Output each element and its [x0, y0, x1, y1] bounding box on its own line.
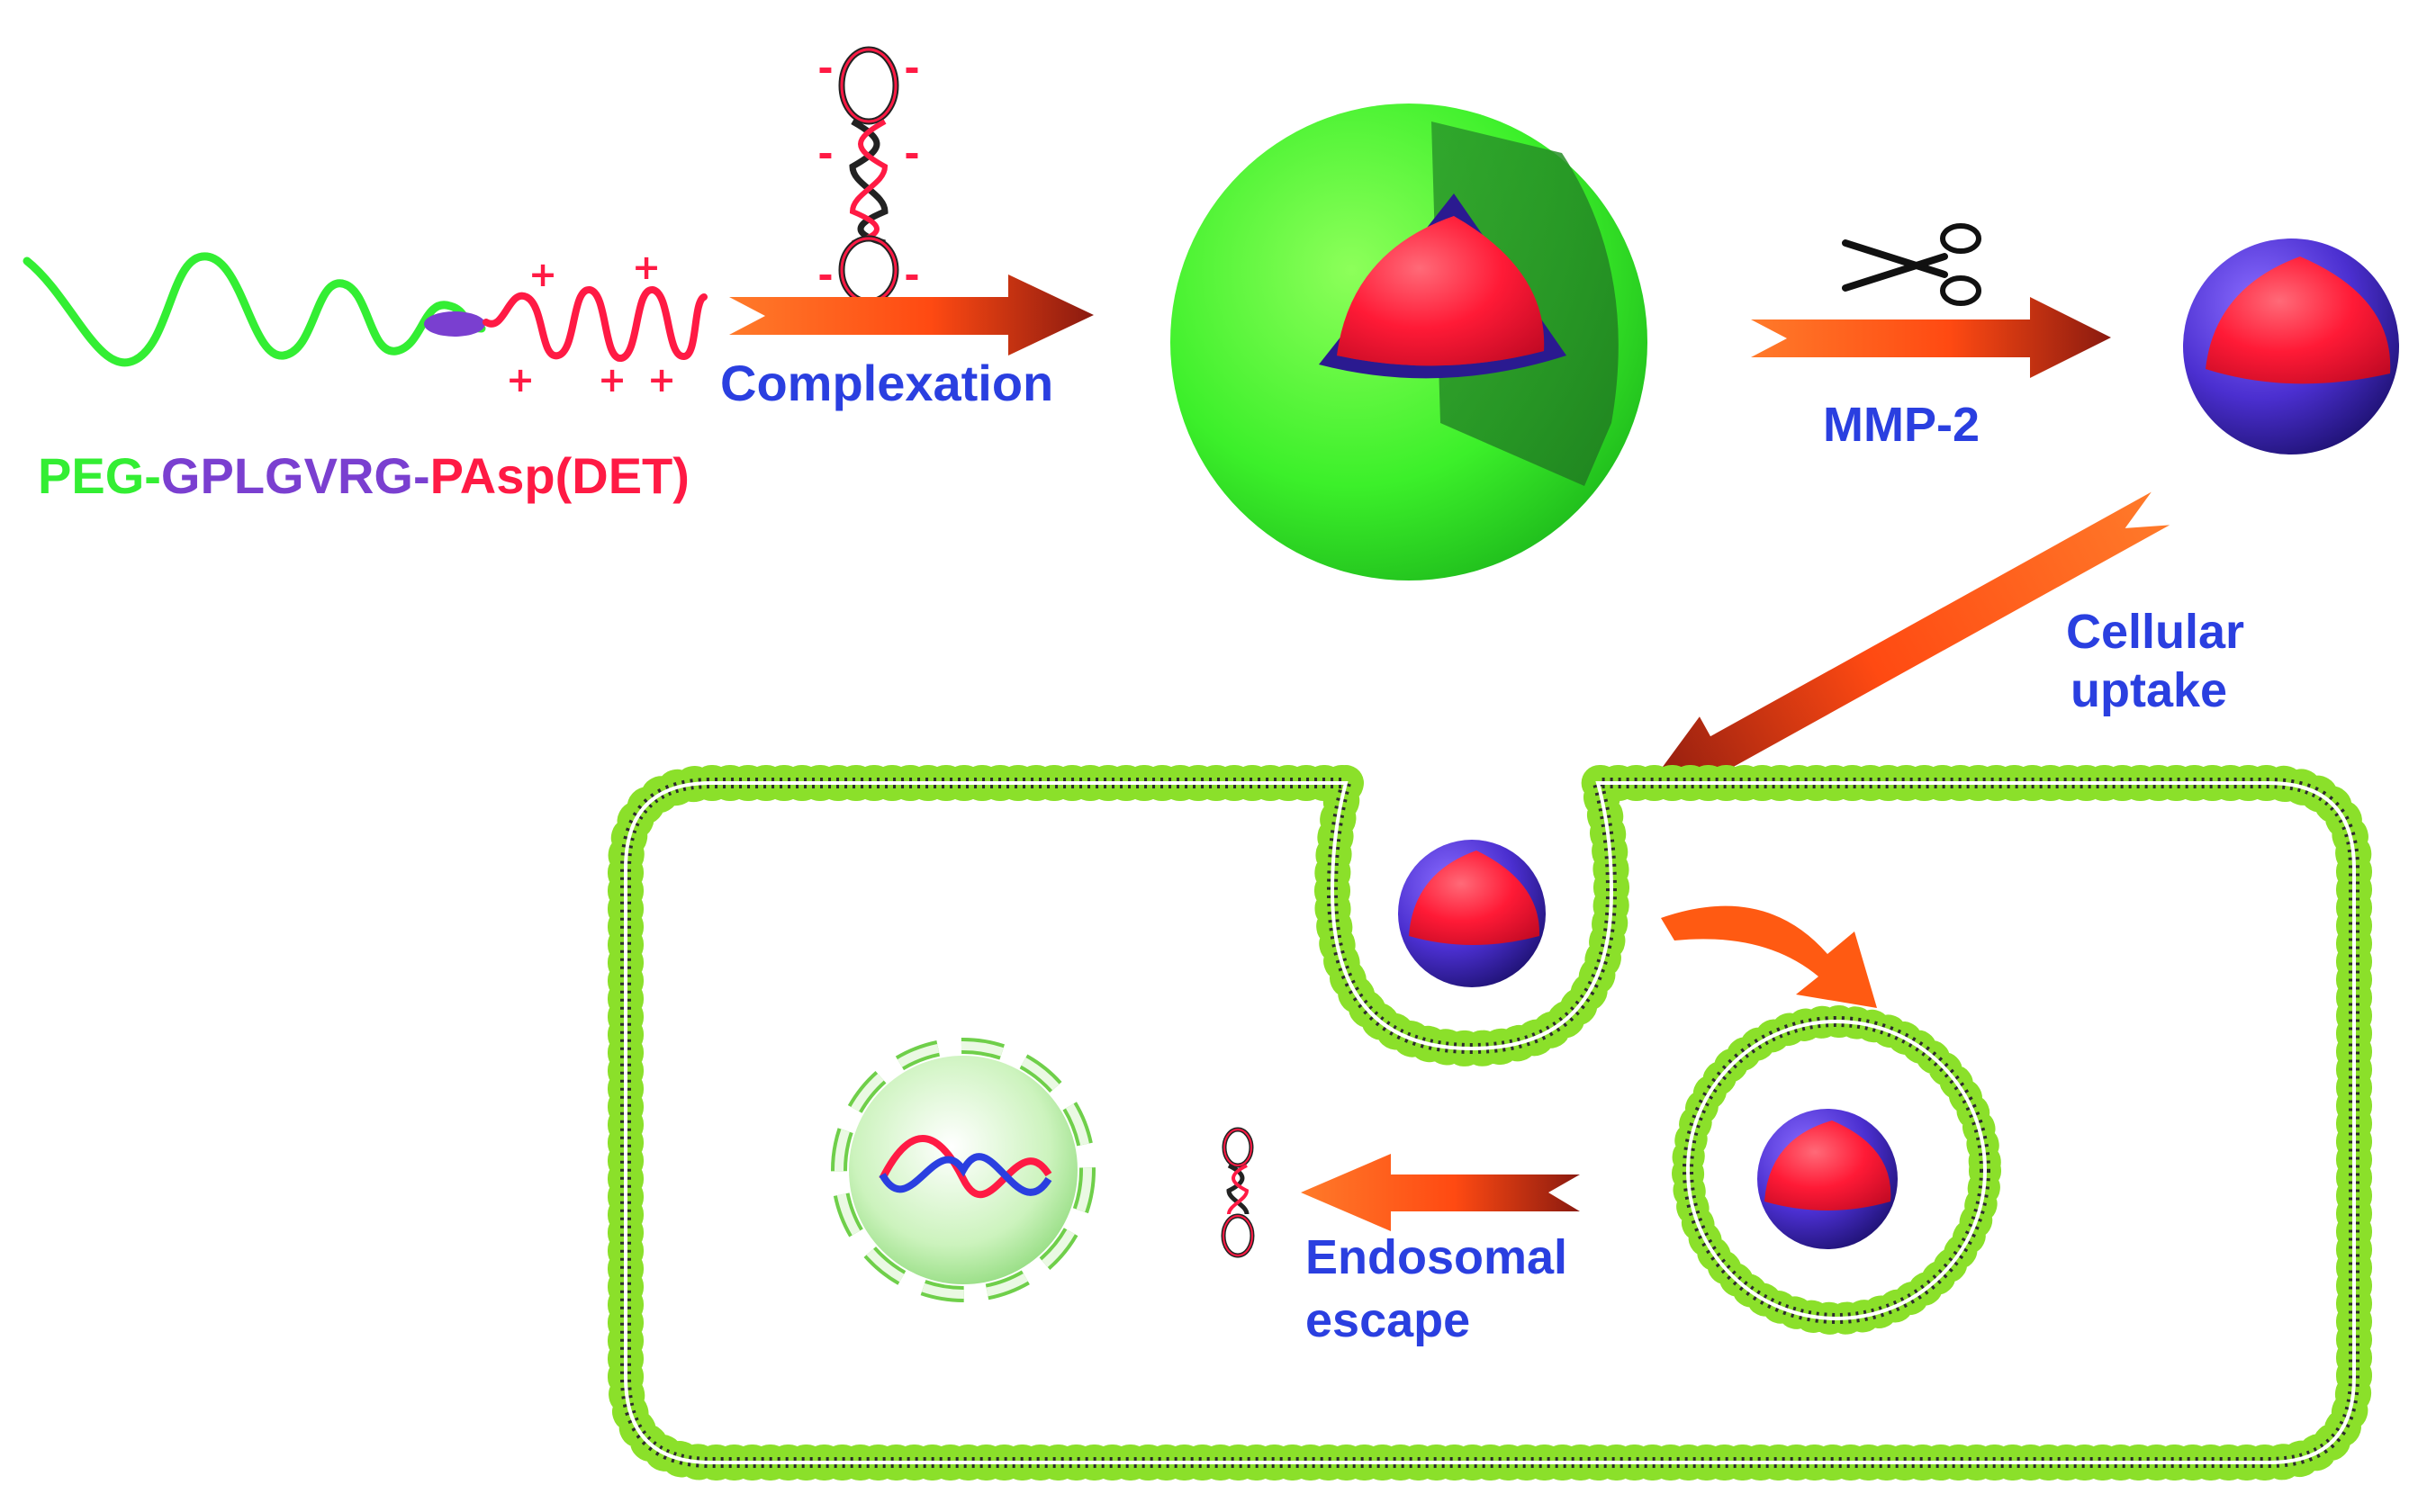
internalizing-polyplex	[1398, 840, 1546, 987]
mmp2-arrow	[1751, 297, 2111, 378]
peg-strand	[23, 252, 486, 367]
peg-label: PEG-	[38, 447, 161, 504]
cellular-uptake-label-2: uptake	[2071, 663, 2227, 717]
charge-plus: +	[632, 248, 661, 287]
charge-plus: +	[647, 360, 676, 400]
polymer-name: PEG-GPLGVRG-PAsp(DET)	[38, 447, 690, 504]
dna-strand-blue	[879, 1153, 1052, 1196]
sirna-with-charges: - - - - - -	[817, 46, 920, 305]
polymer-chain: + + + + +	[23, 248, 708, 400]
pasp-label: PAsp(DET)	[430, 447, 690, 504]
nucleus	[829, 1036, 1097, 1304]
cell-membrane	[608, 765, 2372, 1480]
endosome	[1672, 1005, 2001, 1335]
charge-minus: -	[817, 253, 833, 297]
cellular-uptake-arrow	[1640, 491, 2170, 796]
peptide-label: GPLGVRG-	[161, 447, 430, 504]
peptide-linker	[424, 311, 485, 337]
complexation-label: Complexation	[720, 355, 1053, 411]
endocytosis-arrow	[1661, 905, 1877, 1008]
charge-minus: -	[904, 131, 919, 176]
cellular-uptake-label-1: Cellular	[2066, 605, 2244, 659]
deshielded-polyplex	[2183, 238, 2399, 454]
charge-plus: +	[506, 360, 535, 400]
charge-minus: -	[904, 46, 919, 90]
endosomal-escape-label-1: Endosomal	[1305, 1230, 1567, 1284]
charge-minus: -	[817, 131, 833, 176]
charge-minus: -	[904, 253, 919, 297]
complexation-arrow	[729, 274, 1094, 356]
pegylated-polyplex	[1170, 104, 1647, 580]
endosomal-escape-arrow	[1301, 1154, 1580, 1231]
mmp2-label: MMP-2	[1823, 398, 1980, 452]
released-sirna	[1221, 1127, 1255, 1258]
endosomal-escape-label-2: escape	[1305, 1293, 1470, 1347]
charge-minus: -	[817, 46, 833, 90]
charge-plus: +	[528, 255, 557, 294]
scissors-icon	[1842, 223, 1981, 306]
pasp-strand	[483, 286, 708, 362]
charge-plus: +	[598, 360, 627, 400]
dna-strand-red	[879, 1135, 1052, 1199]
